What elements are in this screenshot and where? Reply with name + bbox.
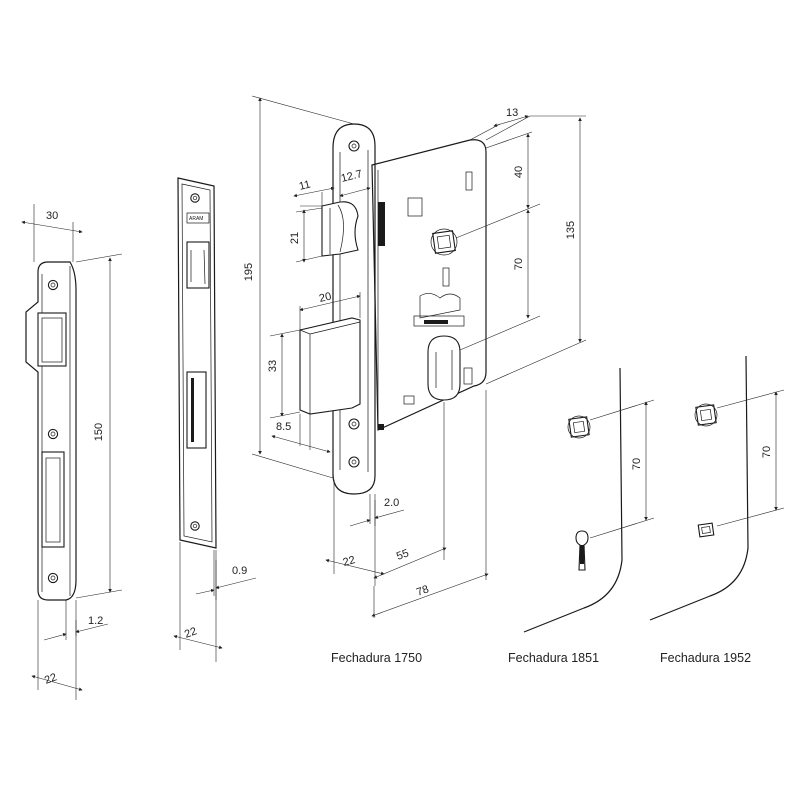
escutcheon-1952-spacing-label: 70 [761,446,773,458]
escutcheon-1952-dimensions: 70 [716,389,785,527]
backset-tab-label: 12.7 [340,168,364,185]
deadbolt-height-label: 33 [267,360,279,372]
backset-label: 55 [395,547,411,562]
caption-fechadura-1750: Fechadura 1750 [331,651,422,665]
case-depth-label: 78 [415,583,431,598]
deadbolt-offset-label: 8.5 [276,421,291,433]
face-plate-dimensions: 0.9 22 [173,542,257,662]
face-thickness-label: 0.9 [232,565,247,577]
face-depth-label: 22 [183,625,199,640]
caption-fechadura-1851: Fechadura 1851 [508,651,599,665]
follower-to-key-label: 70 [513,258,525,270]
strike-depth-label: 22 [43,671,59,686]
plate-thickness-label: 2.0 [384,497,399,509]
top-to-follower-label: 40 [513,166,525,178]
latch-width-label: 11 [298,179,312,193]
escutcheon-1851 [523,367,623,633]
overall-height-label: 195 [243,263,255,281]
strike-thickness-label: 1.2 [88,615,103,627]
escutcheon-1952 [649,355,749,621]
svg-text:ARAM: ARAM [189,216,203,222]
caption-fechadura-1952: Fechadura 1952 [660,651,751,665]
lock-1750-dimensions: 195 11 21 12.7 20 33 8.5 2.0 [243,95,587,618]
strike-plate [25,261,77,601]
front-depth-label: 22 [342,554,357,569]
latch-height-label: 21 [289,232,301,244]
face-plate: ARAM [177,177,217,549]
lock-1750 [299,123,487,495]
strike-plate-dimensions: 30 150 1.2 22 [21,204,123,700]
strike-height-label: 150 [93,423,105,441]
deadbolt-width-label: 20 [318,290,333,304]
case-edge-label: 13 [506,107,518,119]
escutcheon-1851-spacing-label: 70 [631,458,643,470]
strike-width-label: 30 [46,210,58,222]
case-height-label: 135 [565,221,577,239]
escutcheon-1851-dimensions: 70 [589,399,655,539]
